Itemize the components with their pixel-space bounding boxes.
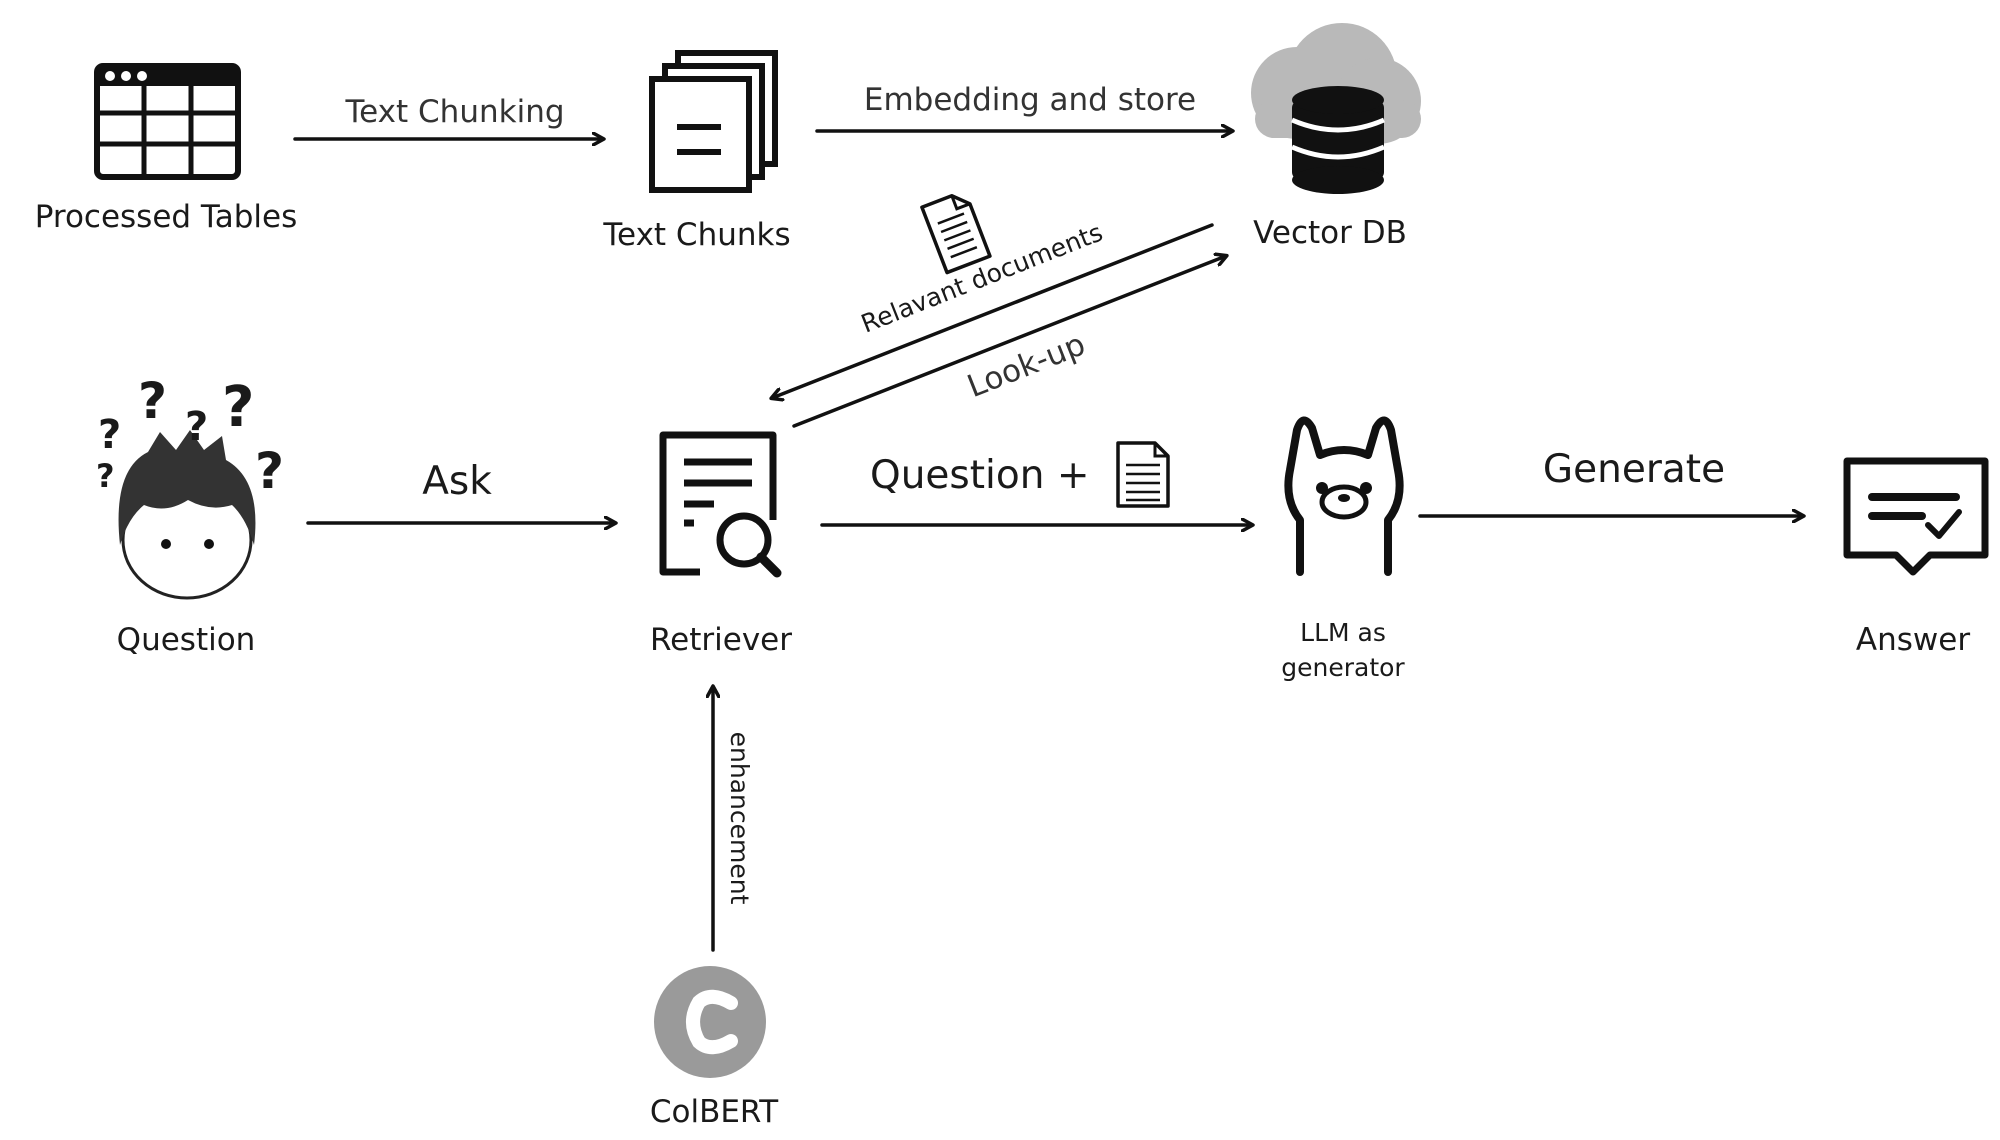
embedding-store-label: Embedding and store <box>864 82 1196 118</box>
question-plus-label: Question + <box>870 453 1090 498</box>
vector-db-node: Vector DB <box>1251 23 1421 251</box>
colbert-label: ColBERT <box>650 1094 779 1130</box>
llm-label-line1: LLM as <box>1300 618 1386 647</box>
vector-db-label: Vector DB <box>1253 215 1407 251</box>
document-search-icon <box>659 431 782 578</box>
question-mark-icon: ? <box>255 442 284 500</box>
ask-label: Ask <box>422 459 492 504</box>
question-mark-icon: ? <box>96 457 115 495</box>
llama-icon <box>1284 416 1404 576</box>
document-icon <box>920 193 992 275</box>
question-label: Question <box>117 622 256 658</box>
text-chunking-label: Text Chunking <box>344 94 564 130</box>
enhancement-label: enhancement <box>725 732 754 905</box>
question-mark-icon: ? <box>222 375 254 440</box>
checked-message-icon <box>1843 457 1989 576</box>
colbert-node: ColBERT <box>650 966 779 1130</box>
llm-label-line2: generator <box>1281 653 1405 682</box>
processed-tables-label: Processed Tables <box>35 199 298 235</box>
table-icon <box>94 63 241 180</box>
processed-tables-node: Processed Tables <box>35 63 298 235</box>
question-node: ? ? ? ? ? ? Question <box>96 372 284 658</box>
answer-label: Answer <box>1856 622 1970 658</box>
document-icon <box>1116 441 1170 508</box>
look-up-label: Look-up <box>962 326 1090 405</box>
text-chunks-label: Text Chunks <box>602 217 790 253</box>
text-chunks-node: Text Chunks <box>602 50 791 253</box>
stacked-documents-icon <box>649 50 778 193</box>
colbert-logo-icon <box>654 966 766 1078</box>
answer-node: Answer <box>1843 457 1989 658</box>
generate-label: Generate <box>1543 447 1725 492</box>
confused-person-icon: ? ? ? ? ? ? <box>96 372 284 600</box>
cloud-database-icon <box>1251 23 1421 194</box>
relevant-documents-arrow <box>772 223 1214 398</box>
retriever-node: Retriever <box>650 431 792 658</box>
question-mark-icon: ? <box>185 404 208 450</box>
question-mark-icon: ? <box>98 412 121 458</box>
llm-node: LLM as generator <box>1281 416 1405 682</box>
question-mark-icon: ? <box>138 372 167 430</box>
look-up-arrow <box>792 256 1226 428</box>
retriever-label: Retriever <box>650 622 792 658</box>
